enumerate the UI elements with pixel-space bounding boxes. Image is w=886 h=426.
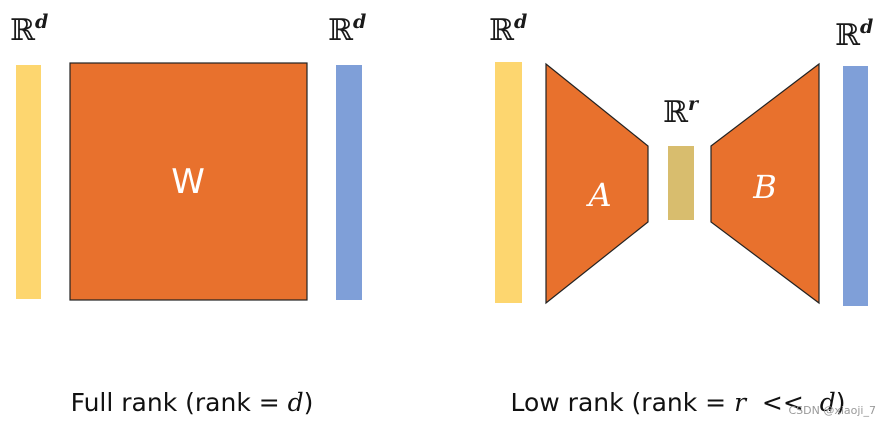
full-rank-output-vector	[336, 65, 362, 300]
weight-matrix-label: W	[171, 162, 205, 202]
bottleneck-space-label: ℝr	[663, 93, 700, 130]
matrix-a-label: A	[585, 176, 611, 214]
full-rank-input-vector	[16, 65, 41, 299]
full-rank-caption: Full rank (rank = d)	[71, 388, 314, 417]
low-rank-matrix-b	[710, 62, 820, 305]
full-rank-panel: ℝd W ℝd Full rank (rank = d)	[10, 11, 366, 417]
full-rank-input-space-label: ℝd	[10, 11, 48, 48]
low-rank-panel: ℝd A ℝr B ℝd Low rank (rank = r << d)	[489, 11, 873, 417]
csdn-watermark: CSDN @xiaoji_7	[788, 404, 876, 417]
low-rank-output-space-label: ℝd	[835, 16, 873, 53]
full-rank-weight-matrix	[69, 62, 308, 301]
low-rank-input-space-label: ℝd	[489, 11, 527, 48]
low-rank-matrix-a	[545, 62, 649, 305]
low-rank-caption: Low rank (rank = r << d)	[511, 388, 846, 417]
low-rank-input-vector	[495, 62, 522, 303]
low-rank-output-vector	[843, 66, 868, 306]
matrix-b-label: B	[752, 168, 777, 206]
full-rank-output-space-label: ℝd	[328, 11, 366, 48]
bottleneck-vector	[668, 146, 694, 220]
